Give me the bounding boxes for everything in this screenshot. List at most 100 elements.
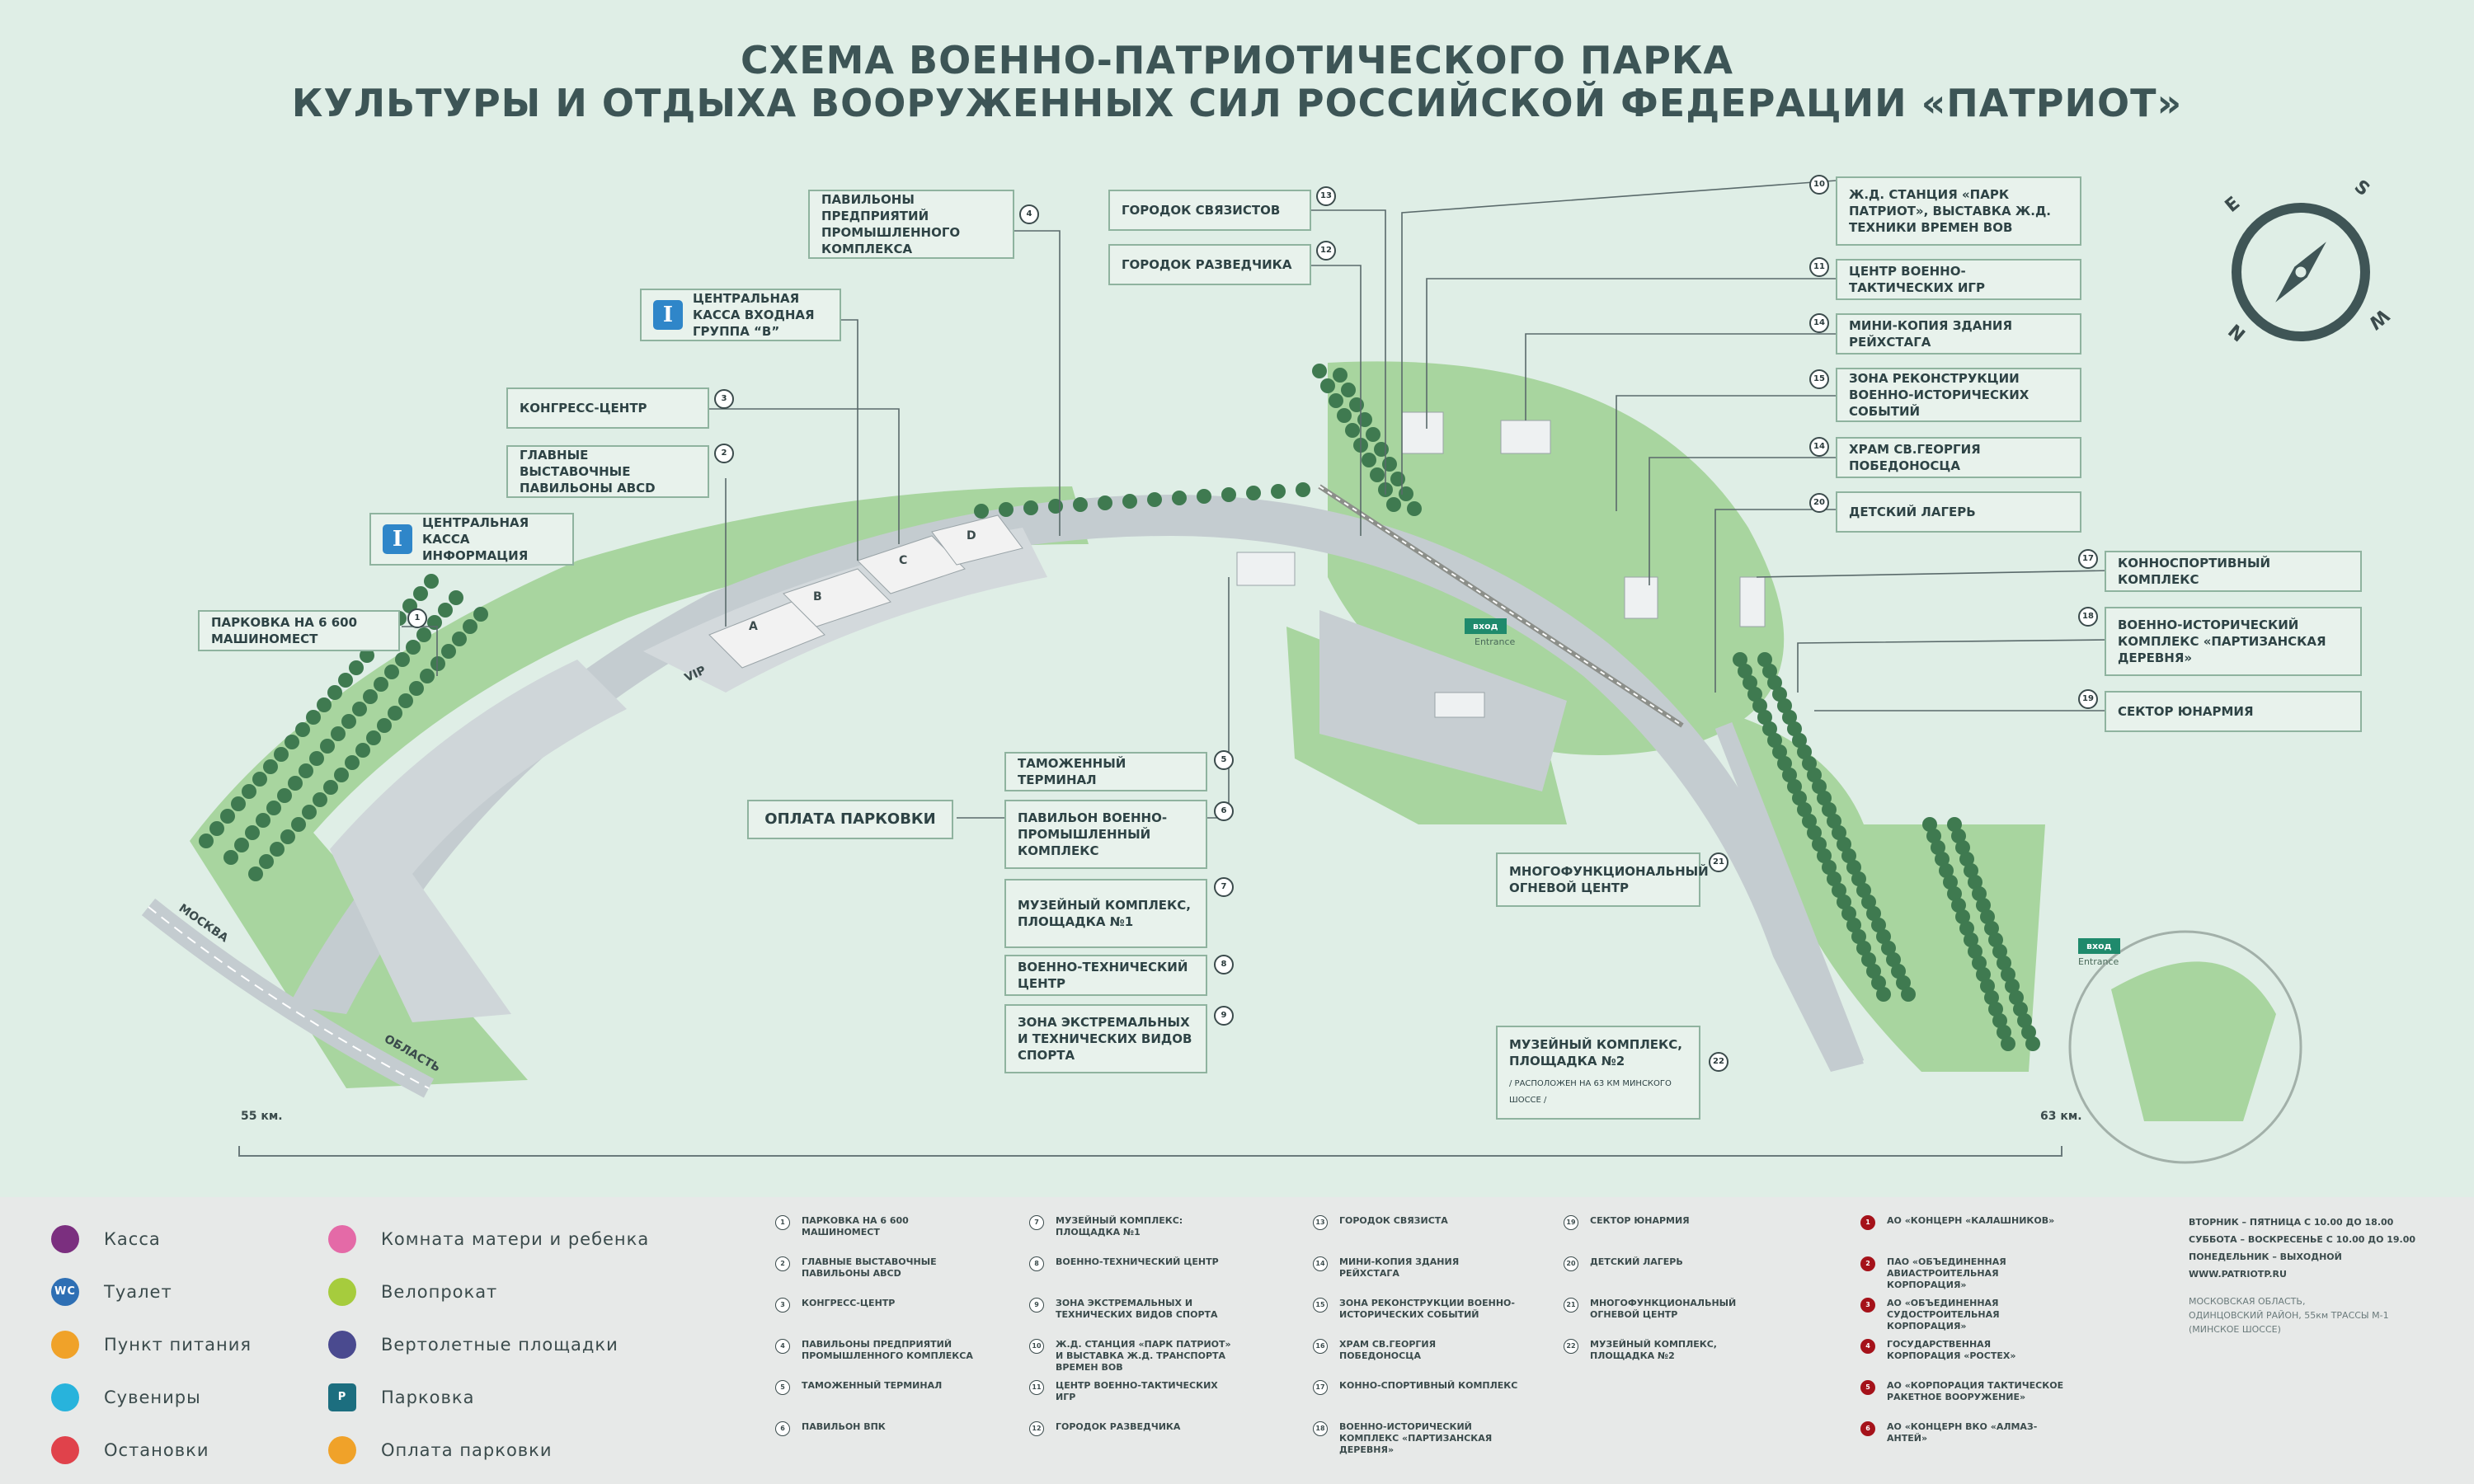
tree bbox=[1777, 756, 1792, 771]
tree bbox=[231, 796, 246, 811]
tree bbox=[1837, 837, 1851, 852]
key-text: ВОЕННО-ИСТОРИЧЕСКИЙ КОМПЛЕКС «ПАРТИЗАНСК… bbox=[1339, 1421, 1493, 1455]
label-congress-center[interactable]: КОНГРЕСС-ЦЕНТР bbox=[506, 387, 709, 429]
label-parking-payment[interactable]: ОПЛАТА ПАРКОВКИ bbox=[747, 800, 953, 839]
label-fire-center[interactable]: МНОГОФУНКЦИОНАЛЬНЫЙ ОГНЕВОЙ ЦЕНТР bbox=[1496, 852, 1709, 907]
label-main-pavilions[interactable]: ГЛАВНЫЕ ВЫСТАВОЧНЫЕ ПАВИЛЬОНЫ ABCD bbox=[506, 445, 709, 498]
tree bbox=[1968, 944, 1982, 959]
tree bbox=[416, 627, 431, 642]
label-partisan-village[interactable]: ВОЕННО-ИСТОРИЧЕСКИЙ КОМПЛЕКС «ПАРТИЗАНСК… bbox=[2105, 607, 2362, 676]
marker-21: 21 bbox=[1709, 852, 1729, 872]
helicopter-icon bbox=[328, 1331, 356, 1359]
label-text: ГОРОДОК РАЗВЕДЧИКА bbox=[1122, 257, 1292, 272]
bus-stop-icon bbox=[51, 1436, 79, 1464]
tree bbox=[245, 825, 260, 840]
label-central-kassa-b[interactable]: iЦЕНТРАЛЬНАЯ КАССА ВХОДНАЯ ГРУППА “В” bbox=[640, 289, 841, 341]
tree bbox=[1782, 710, 1797, 725]
tree bbox=[438, 603, 453, 618]
tree bbox=[1221, 487, 1236, 502]
tree bbox=[259, 854, 274, 869]
tree bbox=[252, 772, 267, 787]
pavilion-b: B bbox=[813, 590, 822, 603]
marker-4: 4 bbox=[1019, 204, 1039, 224]
km-63: 63 км. bbox=[2040, 1110, 2082, 1123]
key-text: ВОЕННО-ТЕХНИЧЕСКИЙ ЦЕНТР bbox=[1056, 1256, 1219, 1267]
marker-22: 22 bbox=[1709, 1052, 1729, 1072]
key-text: ХРАМ СВ.ГЕОРГИЯ ПОБЕДОНОСЦА bbox=[1339, 1339, 1437, 1361]
label-extreme-sports[interactable]: ЗОНА ЭКСТРЕМАЛЬНЫХ И ТЕХНИЧЕСКИХ ВИДОВ С… bbox=[1004, 1004, 1207, 1073]
tree bbox=[1866, 906, 1881, 921]
tree bbox=[1951, 898, 1966, 913]
tree bbox=[1757, 710, 1772, 725]
label-reichstag-copy[interactable]: МИНИ-КОПИЯ ЗДАНИЯ РЕЙХСТАГА bbox=[1836, 313, 2081, 355]
key-text: МИНИ-КОПИЯ ЗДАНИЯ РЕЙХСТАГА bbox=[1339, 1256, 1460, 1279]
tree bbox=[1366, 427, 1380, 442]
tree bbox=[317, 697, 332, 712]
pavilion-a: A bbox=[749, 620, 758, 633]
tree bbox=[1792, 733, 1807, 748]
label-customs-terminal[interactable]: ТАМОЖЕННЫЙ ТЕРМИНАЛ bbox=[1004, 752, 1207, 791]
tree bbox=[1997, 956, 2011, 970]
tree bbox=[413, 586, 428, 601]
label-equestrian-complex[interactable]: КОННОСПОРТИВНЫЙ КОМПЛЕКС bbox=[2105, 551, 2362, 592]
entrance-badge-1[interactable]: вход bbox=[1465, 618, 1507, 634]
label-st-george-church[interactable]: ХРАМ СВ.ГЕОРГИЯ ПОБЕДОНОСЦА bbox=[1836, 437, 2081, 478]
label-text: ВОЕННО-ИСТОРИЧЕСКИЙ КОМПЛЕКС «ПАРТИЗАНСК… bbox=[2118, 618, 2326, 665]
label-museum-complex-2[interactable]: МУЗЕЙНЫЙ КОМПЛЕКС, ПЛОЩАДКА №2/ РАСПОЛОЖ… bbox=[1496, 1026, 1700, 1120]
tree bbox=[1947, 817, 1962, 832]
tree bbox=[1362, 453, 1376, 467]
label-signal-town[interactable]: ГОРОДОК СВЯЗИСТОВ bbox=[1108, 190, 1311, 231]
label-tactical-games[interactable]: ЦЕНТР ВОЕННО-ТАКТИЧЕСКИХ ИГР bbox=[1836, 259, 2081, 300]
tree bbox=[1827, 814, 1841, 829]
label-scout-town[interactable]: ГОРОДОК РАЗВЕДЧИКА bbox=[1108, 244, 1311, 285]
key-number: 8 bbox=[1029, 1256, 1044, 1271]
label-military-tech-center[interactable]: ВОЕННО-ТЕХНИЧЕСКИЙ ЦЕНТР bbox=[1004, 955, 1207, 996]
tree bbox=[1370, 467, 1385, 482]
tree bbox=[1817, 848, 1832, 863]
key-text: АО «КОРПОРАЦИЯ ТАКТИЧЕСКОЕ РАКЕТНОЕ ВООР… bbox=[1887, 1380, 2064, 1402]
label-text: МНОГОФУНКЦИОНАЛЬНЫЙ ОГНЕВОЙ ЦЕНТР bbox=[1509, 864, 1709, 895]
label-yunarmiya-sector[interactable]: СЕКТОР ЮНАРМИЯ bbox=[2105, 691, 2362, 732]
label-central-kassa-info[interactable]: iЦЕНТРАЛЬНАЯ КАССА ИНФОРМАЦИЯ bbox=[369, 513, 574, 566]
tree bbox=[1341, 383, 1356, 397]
tree bbox=[1951, 829, 1966, 843]
tree bbox=[1931, 840, 1945, 855]
tree bbox=[1939, 863, 1954, 878]
marker-12: 12 bbox=[1316, 241, 1336, 261]
key-number: 22 bbox=[1564, 1339, 1578, 1354]
tree bbox=[1959, 852, 1974, 866]
tree bbox=[309, 751, 324, 766]
legend-bus-stop: Остановки bbox=[51, 1436, 209, 1464]
tree bbox=[295, 722, 310, 737]
tree bbox=[420, 669, 435, 683]
label-parking-6600[interactable]: ПАРКОВКА НА 6 600 МАШИНОМЕСТ bbox=[198, 610, 400, 651]
legend-key-entry: 6 ПАВИЛЬОН ВПК bbox=[775, 1421, 981, 1436]
tree bbox=[1984, 921, 1999, 936]
tree bbox=[360, 648, 374, 663]
key-text: Ж.Д. СТАНЦИЯ «ПАРК ПАТРИОТ» И ВЫСТАВКА Ж… bbox=[1056, 1339, 1231, 1373]
marker-7: 7 bbox=[1214, 877, 1234, 897]
label-industrial-pavilions[interactable]: ПАВИЛЬОНЫ ПРЕДПРИЯТИЙ ПРОМЫШЛЕННОГО КОМП… bbox=[808, 190, 1014, 259]
tree bbox=[220, 809, 235, 824]
key-text: ПАВИЛЬОН ВПК bbox=[802, 1421, 886, 1432]
label-railway-station[interactable]: Ж.Д. СТАНЦИЯ «ПАРК ПАТРИОТ», ВЫСТАВКА Ж.… bbox=[1836, 176, 2081, 246]
tree bbox=[1964, 863, 1978, 878]
tree bbox=[234, 838, 249, 852]
label-military-industrial-pavilion[interactable]: ПАВИЛЬОН ВОЕННО-ПРОМЫШЛЕННЫЙ КОМПЛЕКС bbox=[1004, 800, 1207, 869]
key-number: 4 bbox=[775, 1339, 790, 1354]
entrance-badge-2[interactable]: вход bbox=[2078, 938, 2120, 954]
label-reconstruction-zone[interactable]: ЗОНА РЕКОНСТРУКЦИИ ВОЕННО-ИСТОРИЧЕСКИХ С… bbox=[1836, 368, 2081, 422]
legend-label: Оплата парковки bbox=[381, 1440, 553, 1460]
key-number: 6 bbox=[1860, 1421, 1875, 1436]
key-number: 6 bbox=[775, 1421, 790, 1436]
south-road bbox=[1714, 722, 1865, 1067]
label-children-camp[interactable]: ДЕТСКИЙ ЛАГЕРЬ bbox=[1836, 491, 2081, 533]
tree bbox=[1812, 837, 1827, 852]
label-museum-complex-1[interactable]: МУЗЕЙНЫЙ КОМПЛЕКС, ПЛОЩАДКА №1 bbox=[1004, 879, 1207, 948]
tree bbox=[1976, 898, 1991, 913]
